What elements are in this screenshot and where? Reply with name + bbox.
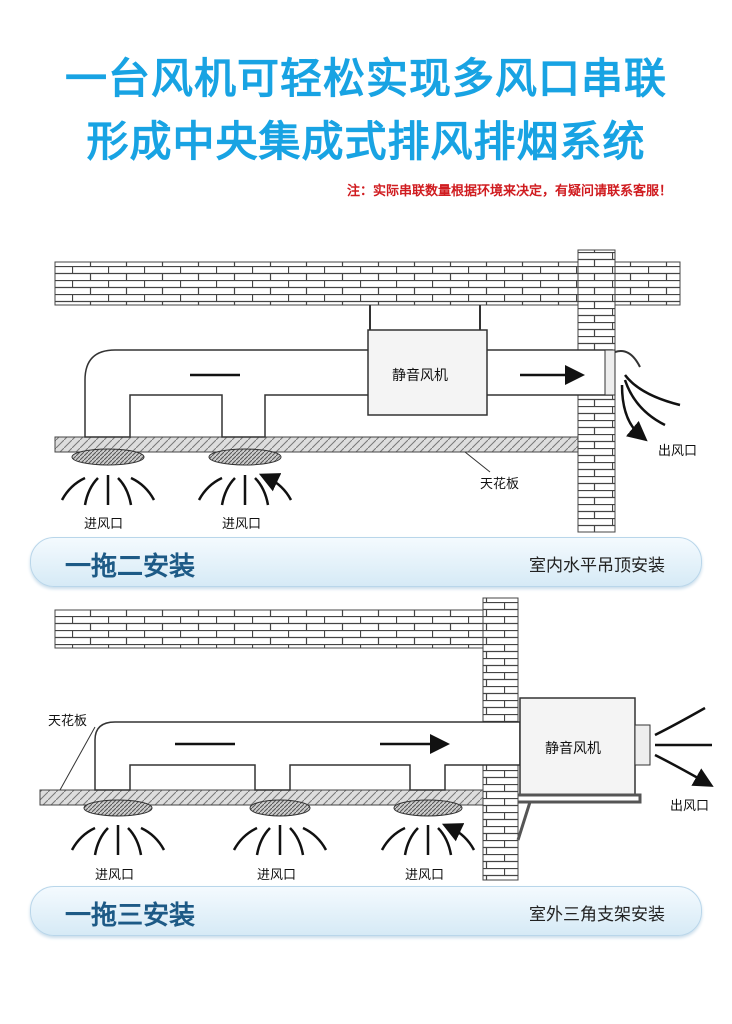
banner-title: 一拖二安装	[65, 552, 196, 582]
inlet-label: 进风口	[405, 868, 445, 883]
fan-label-2: 静音风机	[545, 741, 601, 757]
banner-title: 一拖三安装	[65, 901, 196, 931]
inlet-label: 进风口	[257, 868, 297, 883]
banner-subtitle: 室外三角支架安装	[529, 905, 665, 925]
title-line-2: 形成中央集成式排风排烟系统	[86, 117, 646, 166]
title-line-1: 一台风机可轻松实现多风口串联	[64, 54, 667, 103]
banner-subtitle: 室内水平吊顶安装	[529, 556, 665, 576]
banner-one-drag-three: 一拖三安装 室外三角支架安装	[30, 886, 702, 936]
banner-one-drag-two: 一拖二安装 室内水平吊顶安装	[30, 537, 702, 587]
outlet-label-1: 出风口	[658, 444, 698, 459]
ceiling-label-1: 天花板	[480, 477, 520, 492]
inlet-label: 进风口	[222, 517, 262, 532]
ceiling-label-2: 天花板	[48, 714, 88, 729]
outlet-label-2: 出风口	[670, 799, 710, 814]
diagram-one-drag-two	[54, 249, 681, 533]
diagram-two-drag-three	[39, 597, 712, 881]
inlet-label: 进风口	[84, 517, 124, 532]
inlet-label: 进风口	[95, 868, 135, 883]
note-text: 注：实际串联数量根据环境来决定，有疑问请联系客服！	[346, 184, 672, 199]
fan-label-1: 静音风机	[392, 368, 448, 384]
